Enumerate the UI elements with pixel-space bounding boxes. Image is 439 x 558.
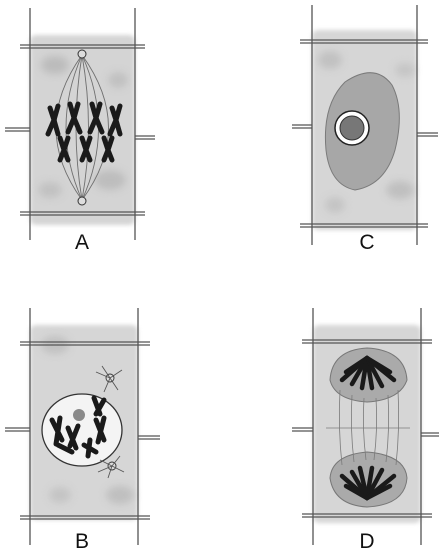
- cell-b-nucleus: [42, 394, 122, 466]
- cell-b: [5, 308, 160, 545]
- cell-b-nucleolus: [73, 409, 85, 421]
- cell-a: [5, 8, 155, 240]
- panel-label-d: D: [347, 530, 387, 554]
- panel-label-b: B: [62, 530, 102, 554]
- cell-d: [292, 308, 439, 545]
- cell-a-centrosome-top: [78, 50, 86, 58]
- panel-label-c: C: [347, 231, 387, 255]
- cell-c-nucleolus: [340, 116, 364, 140]
- panel-label-a: A: [62, 231, 102, 255]
- cell-a-centrosome-bottom: [78, 197, 86, 205]
- cell-c: [292, 5, 438, 245]
